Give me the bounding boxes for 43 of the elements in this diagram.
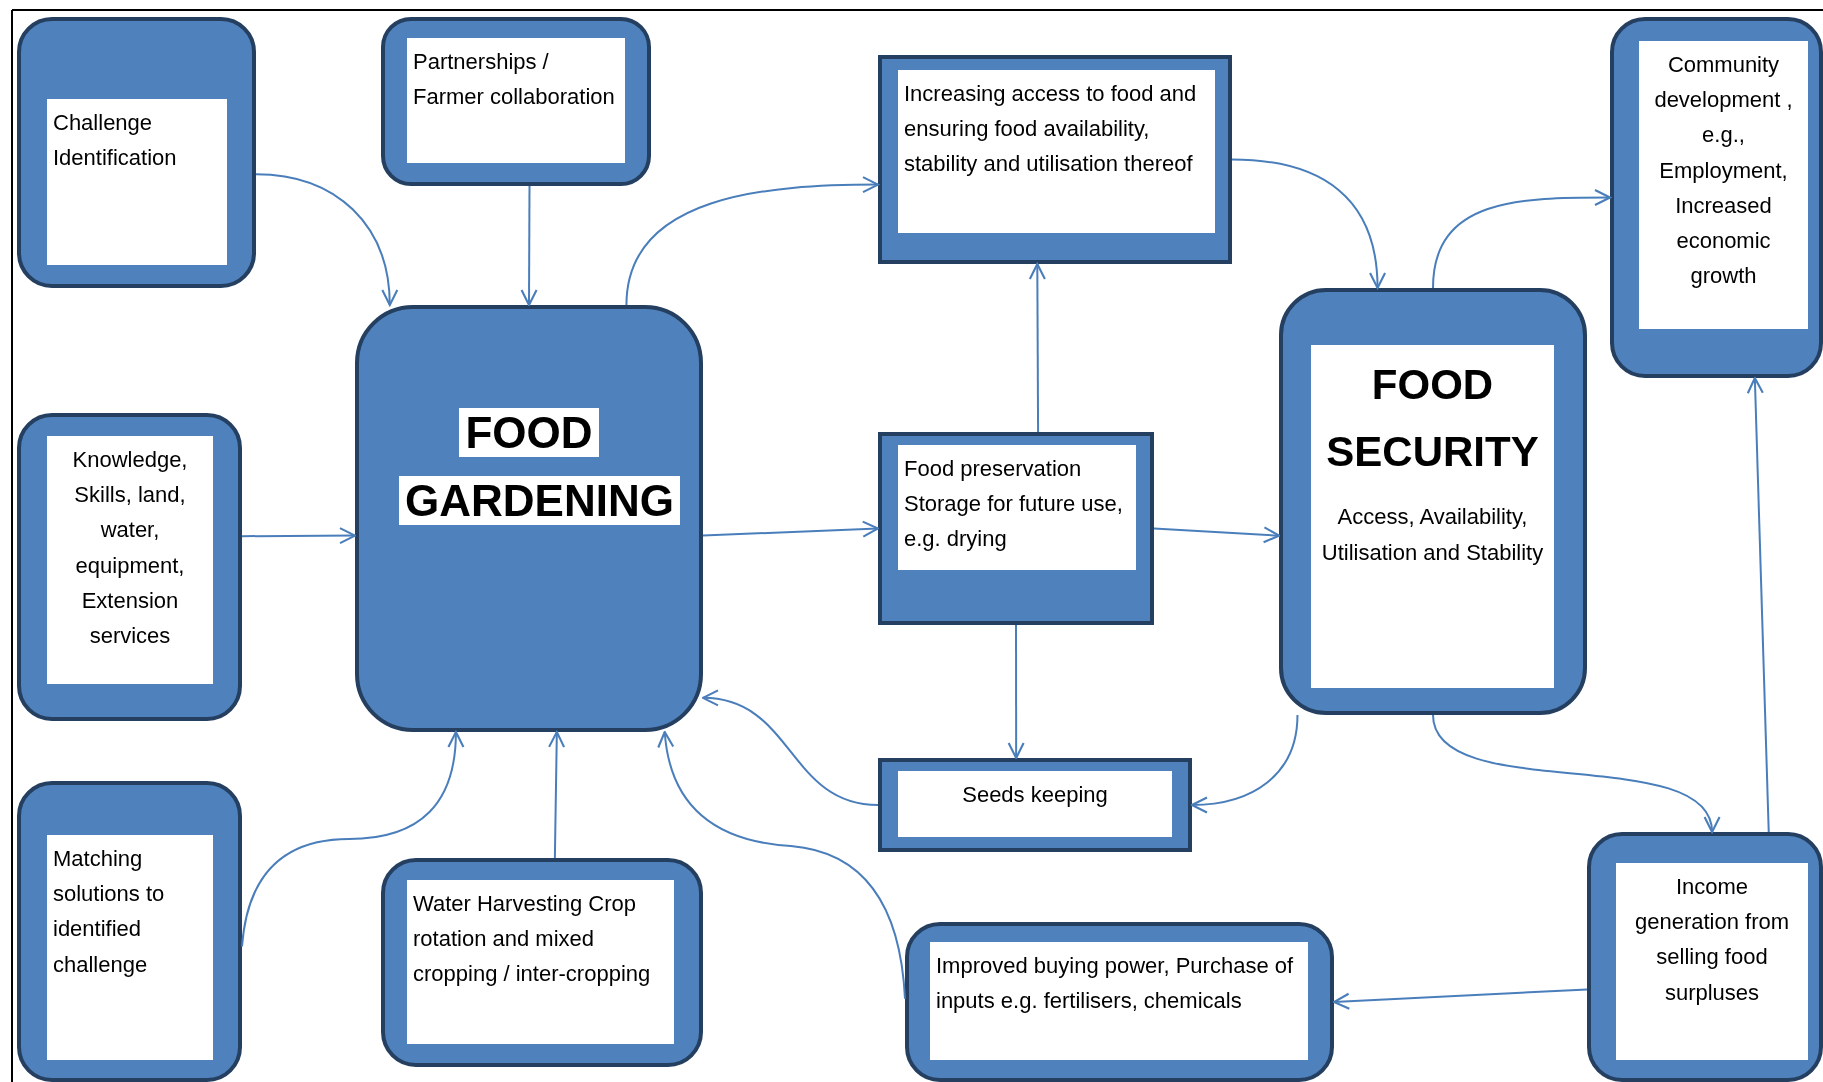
node-text: Improved buying power, Purchase of inputs e.g. fertilisers, chemicals — [936, 952, 1295, 1016]
arrow — [1231, 158, 1386, 290]
process-box — [878, 758, 1192, 852]
process-box — [878, 55, 1232, 264]
process-box — [1587, 832, 1823, 1082]
node-description: Access, Availability, Utilisation and Stability — [1320, 503, 1545, 567]
node-text: Income generation from selling food surpluses — [1633, 873, 1791, 1007]
process-box — [1279, 288, 1587, 715]
arrow — [1432, 189, 1612, 289]
node-text: Seeds keeping — [961, 781, 1109, 809]
node-text: Knowledge, Skills, land, water, equipment, Extension services — [71, 446, 189, 650]
process-box — [355, 305, 703, 732]
process-box — [17, 781, 242, 1082]
arrow — [548, 730, 566, 859]
arrow — [1746, 376, 1770, 833]
arrow — [657, 730, 906, 1000]
node-text: Partnerships / Farmer collaboration — [413, 48, 616, 112]
arrow — [520, 185, 538, 307]
node-text: Challenge Identification — [53, 109, 178, 173]
node-title: FOOD SECURITY — [1325, 360, 1540, 478]
arrow — [625, 176, 880, 306]
process-box — [1610, 17, 1823, 378]
arrow — [1190, 714, 1299, 813]
process-box — [381, 858, 703, 1067]
node-text: Increasing access to food and ensuring food availability, stability and utilisation thereof — [904, 80, 1198, 179]
arrow — [255, 173, 398, 307]
process-box — [17, 17, 256, 288]
node-text: Community development , e.g., Employment, Increased economic growth — [1653, 51, 1794, 291]
arrow — [1332, 988, 1588, 1010]
process-box — [905, 922, 1334, 1082]
node-text: Food preservation Storage for future use, e.g. drying — [904, 455, 1124, 554]
node-text: Matching solutions to identified challenge — [53, 845, 166, 979]
arrow — [241, 527, 357, 545]
process-box — [878, 432, 1154, 625]
process-box — [17, 413, 242, 721]
arrow — [1007, 624, 1025, 760]
arrow — [702, 520, 880, 538]
arrow — [701, 690, 879, 806]
process-box — [381, 17, 651, 186]
arrow — [1153, 526, 1281, 544]
node-text: Water Harvesting Crop rotation and mixed cropping / inter-cropping — [413, 890, 652, 989]
arrow — [241, 730, 464, 948]
arrow — [1028, 262, 1046, 433]
